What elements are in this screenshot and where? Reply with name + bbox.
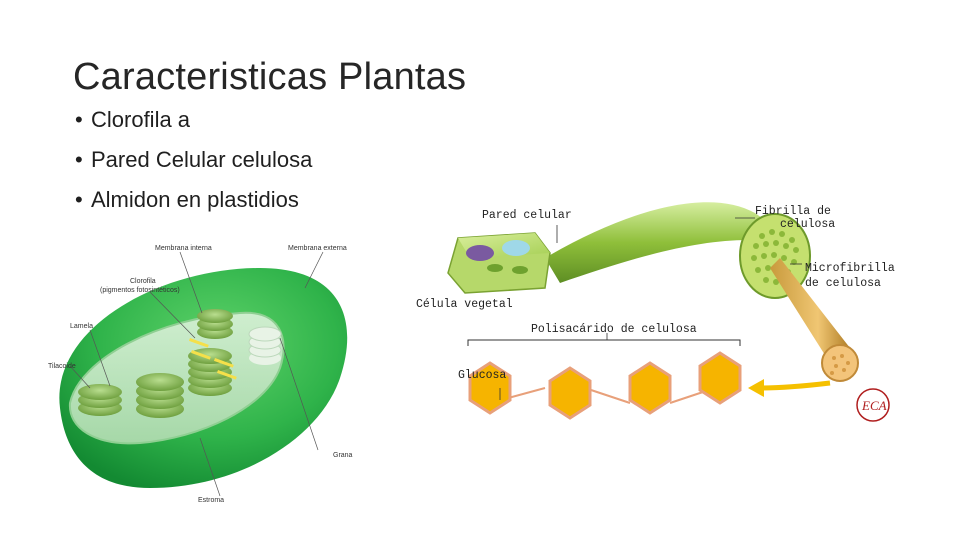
eca-logo: ECA bbox=[857, 389, 889, 421]
label-polisacarido: Polisacárido de celulosa bbox=[531, 323, 697, 336]
label-estroma: Estroma bbox=[198, 497, 224, 504]
chloroplast-illustration: Membrana interna Membrana externa Clorof… bbox=[40, 238, 370, 508]
label-fibrilla-line2: celulosa bbox=[780, 218, 835, 231]
bullet-item: •Clorofila a bbox=[75, 104, 312, 144]
label-membrana-externa: Membrana externa bbox=[288, 245, 347, 252]
label-lamela: Lamela bbox=[70, 323, 93, 330]
label-clorofila-sub: (pigmentos fotosintéticos) bbox=[100, 287, 180, 294]
bullet-text: Clorofila a bbox=[91, 107, 190, 132]
bullet-list: •Clorofila a •Pared Celular celulosa •Al… bbox=[75, 104, 312, 224]
label-fibrilla-line1: Fibrilla de bbox=[755, 205, 831, 218]
cellulose-illustration: ECA Pared celular Célula vegetal Fibrill… bbox=[410, 188, 920, 438]
plant-cell bbox=[448, 233, 550, 293]
bullet-text: Pared Celular celulosa bbox=[91, 147, 312, 172]
microfibril-end bbox=[822, 345, 858, 381]
label-tilacoide: Tilacoide bbox=[48, 363, 76, 370]
polysaccharide-bracket bbox=[468, 340, 740, 346]
glucose-chain bbox=[470, 353, 740, 418]
bullet-text: Almidon en plastidios bbox=[91, 187, 299, 212]
arrow bbox=[760, 383, 830, 388]
svg-text:ECA: ECA bbox=[861, 398, 887, 413]
bullet-item: •Pared Celular celulosa bbox=[75, 144, 312, 184]
label-glucosa: Glucosa bbox=[458, 369, 506, 382]
label-clorofila: Clorofila bbox=[130, 278, 156, 285]
label-pared-celular: Pared celular bbox=[482, 209, 572, 222]
label-microfibrilla-line1: Microfibrilla bbox=[805, 262, 895, 275]
label-grana: Grana bbox=[333, 452, 353, 459]
bullet-item: •Almidon en plastidios bbox=[75, 184, 312, 224]
label-microfibrilla-line2: de celulosa bbox=[805, 277, 881, 290]
label-celula-vegetal: Célula vegetal bbox=[416, 298, 513, 311]
label-membrana-interna: Membrana interna bbox=[155, 245, 212, 252]
slide-title: Caracteristicas Plantas bbox=[73, 56, 466, 99]
